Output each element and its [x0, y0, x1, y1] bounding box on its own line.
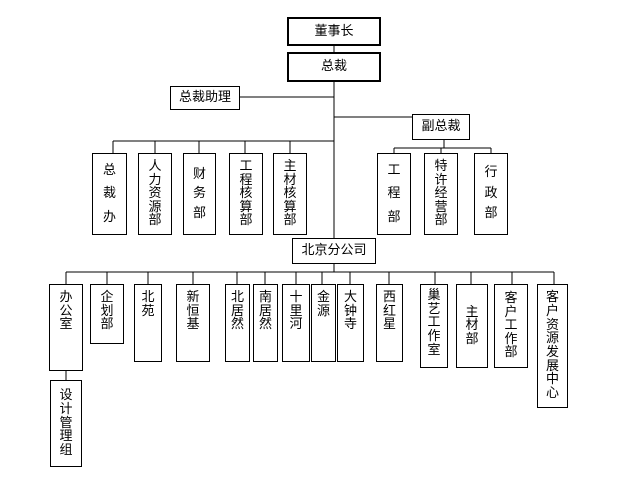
branch-unit-box: 北居然: [225, 284, 250, 362]
hq-dept-label: 主材核算部: [283, 158, 297, 229]
branch-unit-label: 主材部: [465, 304, 479, 347]
sub-unit-box: 设计管理组: [50, 380, 82, 467]
vice-president-box: 副总裁: [412, 114, 470, 140]
vp-dept-label: 行政部: [484, 164, 498, 222]
hq-dept-label: 人力资源部: [148, 158, 162, 229]
branch-unit-box: 办公室: [49, 284, 83, 371]
branch-unit-label: 新恒基: [186, 290, 200, 333]
hq-dept-box: 人力资源部: [138, 153, 172, 235]
branch-unit-box: 南居然: [253, 284, 278, 362]
branch-box: 北京分公司: [292, 238, 376, 264]
chairman-box: 董事长: [287, 17, 381, 46]
hq-dept-box: 总裁办: [92, 153, 127, 235]
vp-dept-box: 特许经营部: [424, 153, 458, 235]
assistant-label: 总裁助理: [178, 90, 231, 106]
branch-unit-label: 办公室: [59, 290, 73, 333]
branch-unit-box: 企划部: [90, 284, 124, 344]
branch-unit-box: 金源: [311, 284, 336, 362]
branch-unit-label: 南居然: [258, 290, 272, 333]
branch-unit-label: 西红星: [382, 290, 396, 333]
vp-dept-label: 工程部: [387, 162, 401, 225]
branch-unit-box: 十里河: [282, 284, 310, 362]
branch-unit-label: 大钟寺: [343, 290, 357, 333]
branch-unit-box: 西红星: [376, 284, 403, 362]
branch-unit-label: 金源: [316, 290, 330, 319]
branch-unit-box: 巢艺工作室: [420, 284, 448, 368]
branch-unit-label: 企划部: [100, 290, 114, 333]
branch-unit-label: 客户工作部: [504, 290, 518, 361]
branch-label: 北京分公司: [301, 243, 367, 259]
sub-unit-label: 设计管理组: [59, 388, 73, 458]
assistant-box: 总裁助理: [170, 86, 240, 110]
hq-dept-box: 主材核算部: [273, 153, 307, 235]
president-box: 总裁: [287, 52, 381, 82]
vp-dept-box: 工程部: [377, 153, 411, 235]
hq-dept-box: 工程核算部: [229, 153, 263, 235]
branch-unit-label: 北居然: [230, 290, 244, 333]
hq-dept-label: 工程核算部: [239, 158, 253, 229]
hq-dept-box: 财务部: [183, 153, 216, 235]
vp-dept-box: 行政部: [474, 153, 508, 235]
branch-unit-box: 大钟寺: [337, 284, 364, 362]
vice-president-label: 副总裁: [421, 119, 461, 135]
branch-unit-box: 新恒基: [176, 284, 210, 362]
branch-unit-label: 北苑: [141, 290, 155, 319]
president-label: 总裁: [320, 59, 347, 75]
branch-unit-box: 客户资源发展中心: [537, 284, 568, 408]
hq-dept-label: 总裁办: [102, 162, 116, 225]
hq-dept-label: 财务部: [192, 166, 206, 221]
chairman-label: 董事长: [314, 23, 354, 39]
vp-dept-label: 特许经营部: [434, 158, 448, 229]
branch-unit-box: 主材部: [456, 284, 488, 368]
branch-unit-label: 十里河: [289, 290, 303, 333]
branch-unit-label: 客户资源发展中心: [545, 290, 559, 401]
branch-unit-box: 客户工作部: [494, 284, 528, 368]
branch-unit-box: 北苑: [134, 284, 162, 362]
branch-unit-label: 巢艺工作室: [427, 288, 441, 358]
